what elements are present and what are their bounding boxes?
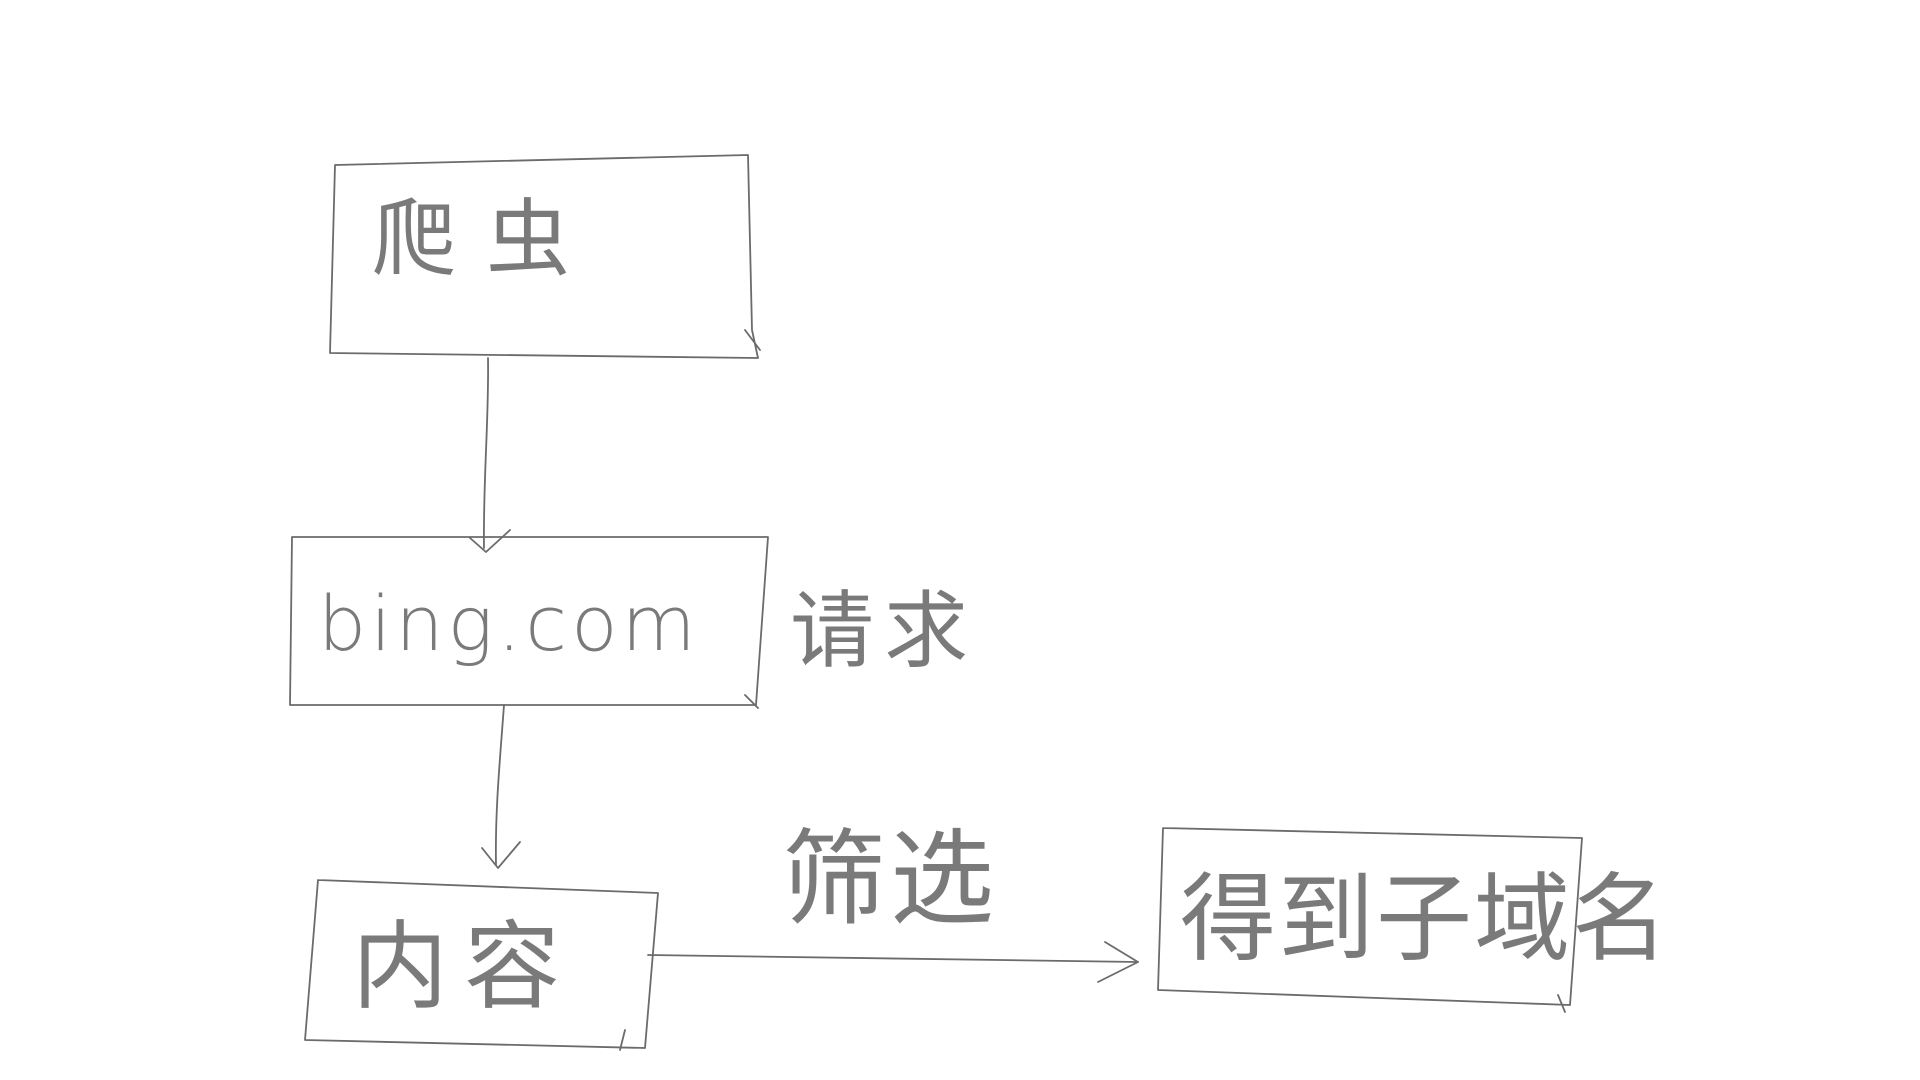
edge-crawler-to-bing bbox=[469, 357, 511, 553]
node-bing-box bbox=[289, 536, 769, 709]
node-bing-label: bing.com bbox=[318, 579, 700, 668]
arrow-shaft bbox=[647, 954, 1139, 963]
node-crawler-box bbox=[329, 154, 761, 359]
arrow-head bbox=[481, 841, 521, 869]
node-crawler-label: 爬虫 bbox=[372, 190, 600, 288]
node-content-box bbox=[304, 879, 659, 1051]
node-bing: bing.com bbox=[289, 536, 769, 709]
arrow-shaft bbox=[494, 704, 505, 866]
arrow-head bbox=[469, 529, 511, 553]
node-result-label: 得到子域名 bbox=[1180, 863, 1670, 975]
edge-crawler-to-bing-label: 请求 bbox=[790, 582, 978, 680]
node-result-box bbox=[1157, 827, 1583, 1013]
node-content-label: 内容 bbox=[352, 911, 576, 1023]
arrow-head bbox=[1097, 941, 1139, 983]
node-content: 内容 bbox=[304, 879, 659, 1051]
edge-content-to-result bbox=[647, 941, 1139, 983]
node-crawler: 爬虫 bbox=[329, 154, 761, 359]
arrow-shaft bbox=[482, 357, 490, 549]
edge-bing-to-content bbox=[481, 704, 521, 869]
node-result: 得到子域名 bbox=[1157, 827, 1670, 1013]
edge-content-to-result-label: 筛选 bbox=[782, 818, 998, 940]
